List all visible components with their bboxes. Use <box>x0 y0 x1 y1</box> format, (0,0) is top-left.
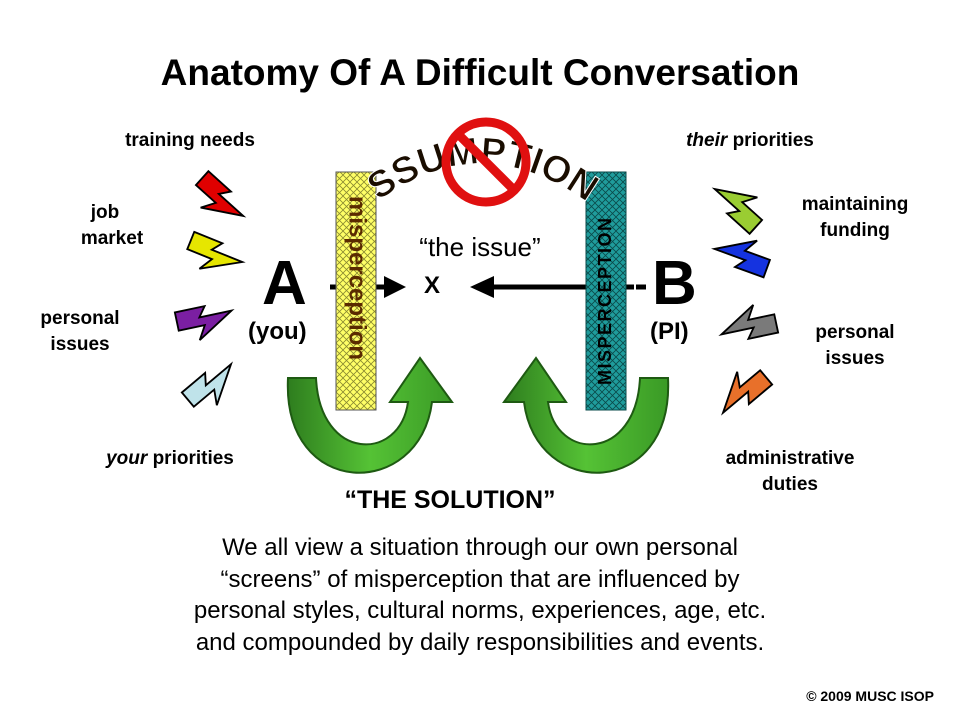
bolt-administrative-duties-icon <box>721 368 774 416</box>
copyright-notice: © 2009 MUSC ISOP <box>806 688 934 704</box>
bolt-personal-issues-left-icon <box>173 304 235 341</box>
screen-right-label: MISPERCEPTION <box>595 216 615 385</box>
bolt-your-priorities-icon <box>180 361 233 409</box>
description-line-2: “screens” of misperception that are infl… <box>220 565 740 593</box>
label-job-market-line2: market <box>80 228 144 249</box>
label-their-priorities: their priorities <box>655 128 845 154</box>
no-sign-icon <box>441 117 531 207</box>
assumptions-text: ASSUMPTIONS <box>0 0 605 210</box>
bolt-training-needs-icon <box>194 169 247 218</box>
label-job-market: job market <box>55 200 155 252</box>
bolt-personal-issues-right-icon <box>718 304 780 341</box>
description-line-3: personal styles, cultural norms, experie… <box>193 597 767 624</box>
screen-left-label: misperception <box>344 196 371 360</box>
description: We all view a situation through our own … <box>60 532 900 658</box>
label-maintaining-funding-line1: maintaining <box>801 194 909 215</box>
misperception-screen-left <box>335 171 377 411</box>
label-training-needs: training needs <box>125 130 255 151</box>
person-b-role: (PI) <box>650 318 689 345</box>
page-title: Anatomy Of A Difficult Conversation <box>160 52 800 93</box>
person-a-role: (you) <box>248 318 307 345</box>
label-their-priorities-rest: priorities <box>727 130 814 151</box>
description-line-4: and compounded by daily responsibilities… <box>195 628 765 656</box>
bolt-their-priorities-icon <box>711 187 764 236</box>
label-your-priorities-emph: your <box>106 448 148 469</box>
label-administrative-duties-line2: duties <box>762 474 818 495</box>
bolt-job-market-icon <box>186 230 246 270</box>
solution-arrow-right-icon <box>502 356 670 474</box>
label-administrative-duties-line1: administrative <box>725 448 855 469</box>
label-personal-issues-right-line2: issues <box>825 348 885 369</box>
label-maintaining-funding-line2: funding <box>820 220 890 241</box>
label-maintaining-funding: maintaining funding <box>780 192 930 244</box>
label-job-market-line1: job <box>90 202 120 223</box>
person-a-letter: A <box>262 249 307 318</box>
label-personal-issues-right: personal issues <box>795 320 915 372</box>
issue-label: “the issue” <box>419 232 541 262</box>
label-your-priorities: your priorities <box>65 446 275 472</box>
label-personal-issues-right-line1: personal <box>815 322 895 343</box>
description-line-1: We all view a situation through our own … <box>222 534 738 561</box>
misperception-screen-right <box>585 171 627 411</box>
label-your-priorities-rest: priorities <box>147 448 234 469</box>
issue-mark: X <box>424 272 441 299</box>
label-their-priorities-emph: their <box>686 130 728 151</box>
label-administrative-duties: administrative duties <box>690 446 890 498</box>
person-b-letter: B <box>652 249 697 318</box>
solution-label: “THE SOLUTION” <box>344 486 556 514</box>
label-personal-issues-left: personal issues <box>25 306 135 358</box>
label-personal-issues-left-line1: personal <box>40 308 120 329</box>
bolt-maintaining-funding-icon <box>711 239 772 279</box>
label-personal-issues-left-line2: issues <box>50 334 110 355</box>
solution-arrow-left-icon <box>286 356 454 474</box>
